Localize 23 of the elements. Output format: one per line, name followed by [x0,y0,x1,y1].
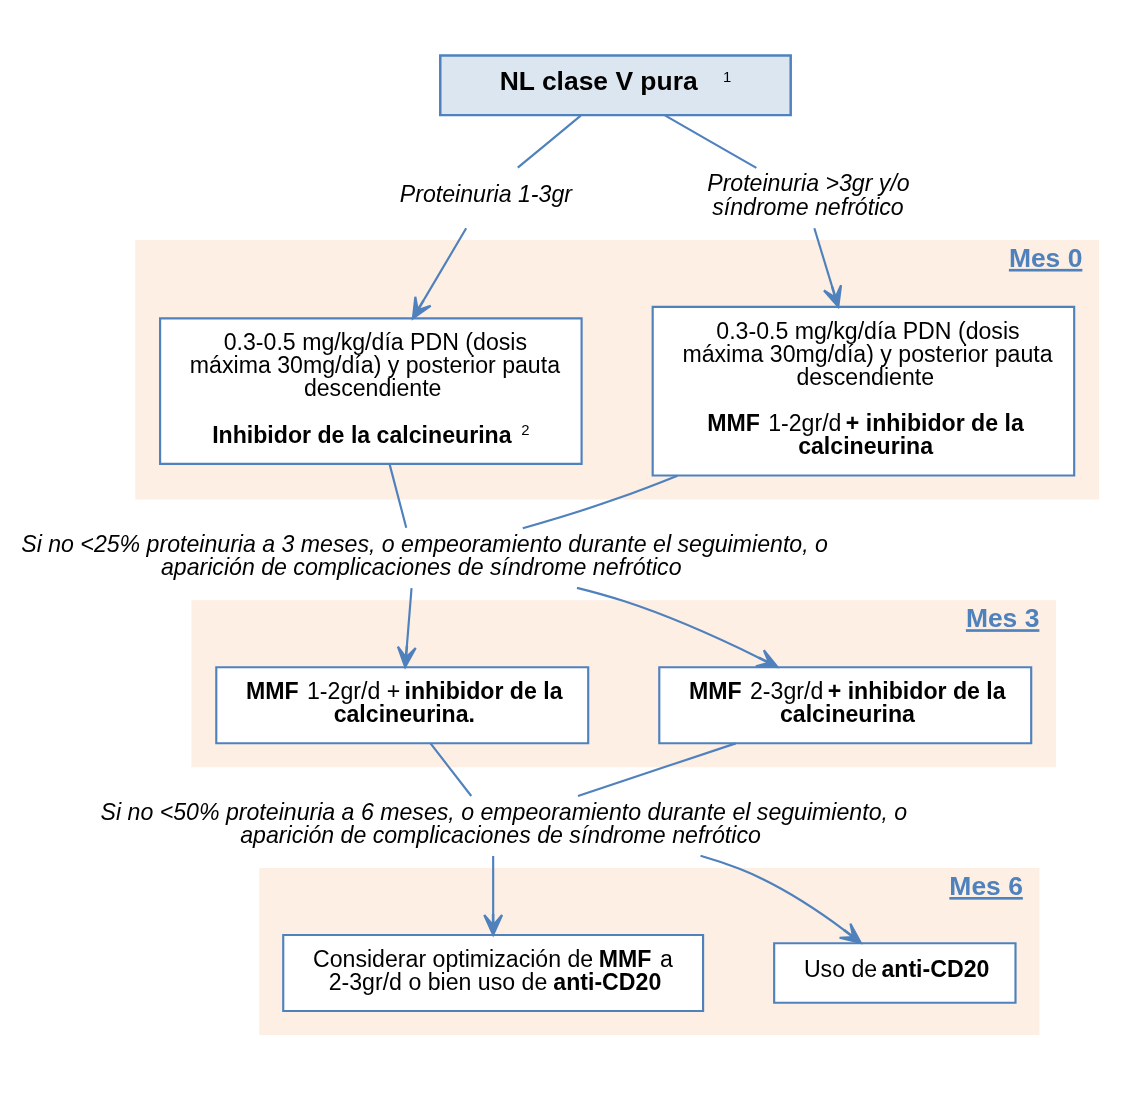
node-box: Considerar optimización de MMF a 2-3gr/d o bien uso de anti-CD20 [282,933,705,1012]
connector [577,741,737,797]
connector [664,113,757,169]
arrow [576,586,779,668]
node-text: Proteinuria >3gr y/o síndrome nefrótico [707,169,910,220]
node-box: 0.3-0.5 mg/kg/día PDN (dosis máxima 30mg/día) y posterior pauta descendiente MMF 1-2gr/d + inhibidor de la calcineurina [651,305,1076,477]
connector [522,474,678,529]
node-text: Si no <50% proteinuria a 6 meses, o empeoramiento durante el seguimiento, o aparición de complicaciones de síndrome nefrótico [100,798,908,848]
arrow [396,587,417,668]
node-box: MMF 2-3gr/d + inhibidor de la calcineurina [658,665,1033,744]
node-box: Uso de anti-CD20 [773,941,1017,1004]
arrow [411,227,468,319]
node-text: Proteinuria 1-3gr [399,180,573,207]
connector [429,742,473,797]
connector [388,463,408,528]
connector [517,114,582,168]
arrow [813,227,843,308]
node-box: MMF 1-2gr/d + inhibidor de la calcineurina. [215,665,590,744]
arrow [700,854,862,944]
node-box: NL clase V pura $^{1}$ [439,53,792,116]
node-text: Si no <25% proteinuria a 3 meses, o empeoramiento durante el seguimiento, o aparición de complicaciones de síndrome nefrótico [21,530,828,580]
node-box: 0.3-0.5 mg/kg/día PDN (dosis máxima 30mg/día) y posterior pauta descendiente Inhibidor de la calcineurina$^{2}$ [159,316,583,465]
arrow [483,855,504,936]
